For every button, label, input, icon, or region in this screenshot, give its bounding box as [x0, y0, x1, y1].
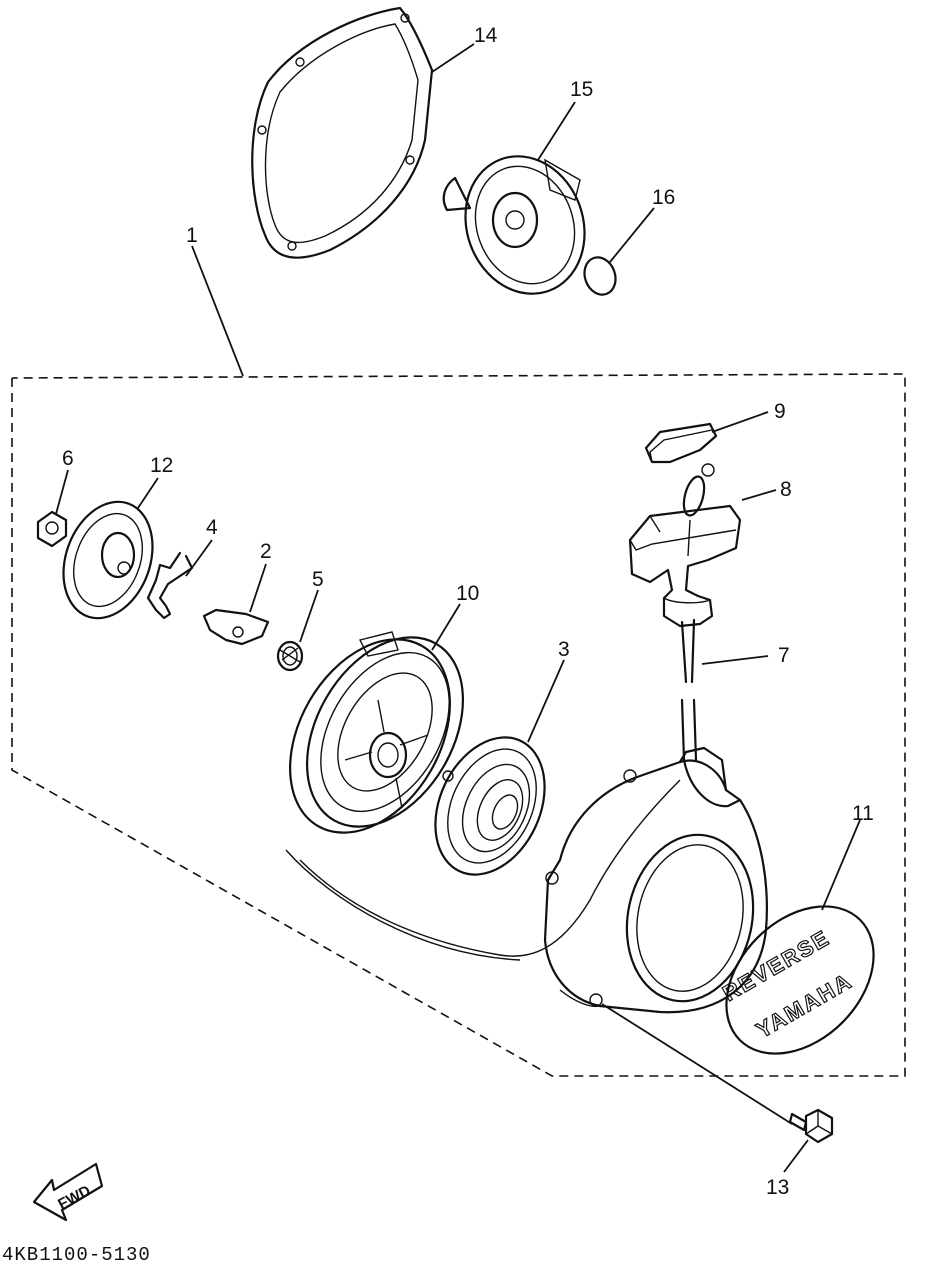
callout-7: 7 — [778, 644, 790, 667]
starter-case — [543, 746, 768, 1014]
callout-4: 4 — [206, 516, 218, 539]
callout-10: 10 — [456, 582, 479, 605]
part-9-handle-cap — [644, 422, 718, 464]
part-2-ratchet — [202, 608, 270, 646]
callout-14: 14 — [474, 24, 498, 47]
part-3-spiral-spring — [434, 736, 546, 876]
part-10-rope-reel — [289, 631, 465, 834]
part-11-emblem: REVERSE YAMAHA — [718, 905, 875, 1055]
callout-13: 13 — [766, 1176, 789, 1199]
callout-9: 9 — [774, 400, 786, 423]
part-7-starter-rope — [285, 618, 698, 961]
part-8-starter-handle — [628, 463, 742, 628]
part-16-o-ring — [583, 256, 617, 296]
part-12-drive-plate — [62, 500, 154, 620]
part-13-bolt — [788, 1108, 834, 1144]
callout-2: 2 — [260, 540, 272, 563]
diagram-code: 4KB1100-5130 — [2, 1244, 151, 1264]
callout-16: 16 — [652, 186, 675, 209]
part-6-nut — [36, 510, 68, 548]
callout-1: 1 — [186, 224, 198, 247]
fwd-arrow-icon: FWD — [32, 1162, 104, 1222]
part-4-friction-spring — [146, 551, 194, 620]
callout-11: 11 — [852, 802, 874, 825]
part-15-drive-pulley — [442, 155, 586, 295]
callout-5: 5 — [312, 568, 324, 591]
callout-8: 8 — [780, 478, 792, 501]
callout-6: 6 — [62, 447, 74, 470]
leader-lines — [55, 43, 861, 1173]
callout-12: 12 — [150, 454, 173, 477]
callout-15: 15 — [570, 78, 593, 101]
part-14-gasket — [251, 6, 434, 259]
assembly-boundary — [11, 373, 906, 1077]
callout-3: 3 — [558, 638, 570, 661]
part-5-return-spring — [276, 640, 304, 672]
